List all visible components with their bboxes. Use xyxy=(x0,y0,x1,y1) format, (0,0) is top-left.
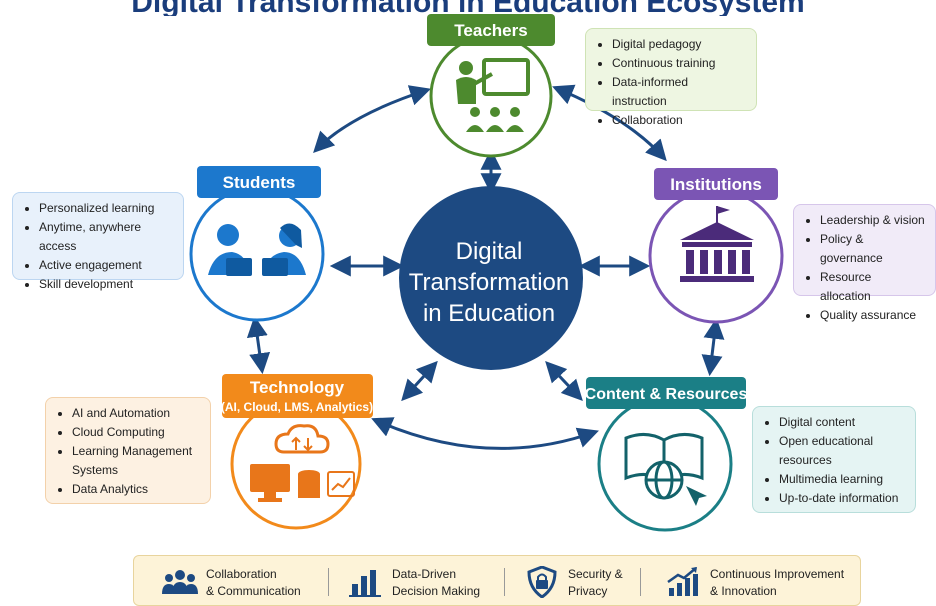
pillar-label-line1: Continuous Improvement xyxy=(710,567,845,581)
pillar-label-line2: & Communication xyxy=(206,584,301,598)
list-item: Continuous training xyxy=(612,54,746,73)
students-laptop-icon xyxy=(208,223,306,276)
bar-chart-icon xyxy=(349,570,381,597)
arrow-center-technology xyxy=(401,360,438,402)
people-group-icon xyxy=(162,570,198,594)
pillars-bar: Collaboration & Communication Data-Drive… xyxy=(133,555,861,606)
list-item: Data Analytics xyxy=(72,480,200,499)
connector-arrows xyxy=(246,84,725,450)
pillar-label-line2: Decision Making xyxy=(392,584,481,598)
diagram-title: Digital Transformation in Education Ecos… xyxy=(0,0,936,16)
students-label-bg xyxy=(197,166,321,198)
list-item: Systems xyxy=(72,463,119,477)
pillar-label-line1: Data-Driven xyxy=(392,567,457,581)
list-item: Digital pedagogy xyxy=(612,35,746,54)
list-item: Skill development xyxy=(39,275,173,294)
list-item: Data-informed instruction xyxy=(612,73,746,111)
list-item: Anytime, anywhere access xyxy=(39,218,173,256)
content-book-globe-icon xyxy=(624,433,707,506)
list-item: Leadership & vision xyxy=(820,211,925,230)
list-item: Open educational xyxy=(779,432,905,451)
list-item: Digital content xyxy=(779,413,905,432)
pillar-label-line2: & Innovation xyxy=(710,584,777,598)
pillar-label-line1: Security & xyxy=(568,567,623,581)
list-item: Multimedia learning xyxy=(779,470,905,489)
list-item: Learning Management xyxy=(72,442,200,461)
pillar-security: Security & Privacy xyxy=(524,564,644,600)
arrow-center-content xyxy=(545,360,583,402)
technology-sublabel: (AI, Cloud, LMS, Analytics) xyxy=(221,400,373,414)
institutions-bullets: Leadership & vision Policy & governance … xyxy=(793,204,936,322)
list-item: Collaboration xyxy=(612,111,746,130)
shield-lock-icon xyxy=(527,566,557,598)
divider xyxy=(328,568,329,596)
center-title: Digital Transformation in Education xyxy=(405,236,573,329)
pillar-data-driven: Data-Driven Decision Making xyxy=(348,564,508,600)
center-line-2: Transformation xyxy=(408,269,570,296)
students-bullets: Personalized learning Anytime, anywhere … xyxy=(12,192,184,291)
list-item: Up-to-date information xyxy=(779,489,905,508)
technology-bullets: AI and Automation Cloud Computing Learni… xyxy=(45,397,211,504)
arrow-teachers-institutions xyxy=(552,84,667,162)
list-item: Resource allocation xyxy=(820,268,925,306)
list-item: Policy & governance xyxy=(820,230,925,268)
technology-cloud-devices-icon xyxy=(250,424,355,502)
growth-chart-icon xyxy=(667,567,698,596)
pillar-label-line2: Privacy xyxy=(568,584,608,598)
divider xyxy=(504,568,505,596)
list-item: Cloud Computing xyxy=(72,423,200,442)
content-label: Content & Resources xyxy=(585,386,748,403)
content-label-bg xyxy=(586,377,746,409)
arrow-teachers-students xyxy=(313,85,431,154)
list-item: AI and Automation xyxy=(72,404,200,423)
institutions-label-bg xyxy=(654,168,778,200)
list-item: Personalized learning xyxy=(39,199,173,218)
students-label: Students xyxy=(223,173,296,192)
arrow-students-technology xyxy=(246,315,271,375)
center-circle xyxy=(399,186,583,370)
institutions-label: Institutions xyxy=(670,175,762,194)
pillar-collaboration: Collaboration & Communication xyxy=(162,564,332,600)
institution-building-icon xyxy=(680,206,754,282)
content-bullets: Digital content Open educational resourc… xyxy=(752,406,916,513)
technology-circle xyxy=(230,398,362,530)
list-item: Active engagement xyxy=(39,256,173,275)
pillar-label-line1: Collaboration xyxy=(206,567,277,581)
list-item: resources xyxy=(779,453,832,467)
arrow-institutions-content xyxy=(701,317,725,377)
teacher-presentation-icon xyxy=(456,58,530,132)
center-line-1: Digital xyxy=(455,238,523,265)
teachers-label-bg xyxy=(427,14,555,46)
teachers-label: Teachers xyxy=(454,21,527,40)
arrow-technology-content xyxy=(371,417,599,450)
list-item: Quality assurance xyxy=(820,306,925,325)
center-line-3: in Education xyxy=(422,300,556,327)
teachers-bullets: Digital pedagogy Continuous training Dat… xyxy=(585,28,757,127)
technology-label: Technology xyxy=(250,378,345,397)
technology-label-bg xyxy=(222,374,373,418)
students-circle xyxy=(189,186,325,322)
divider xyxy=(640,568,641,596)
pillar-improvement: Continuous Improvement & Innovation xyxy=(666,564,856,600)
